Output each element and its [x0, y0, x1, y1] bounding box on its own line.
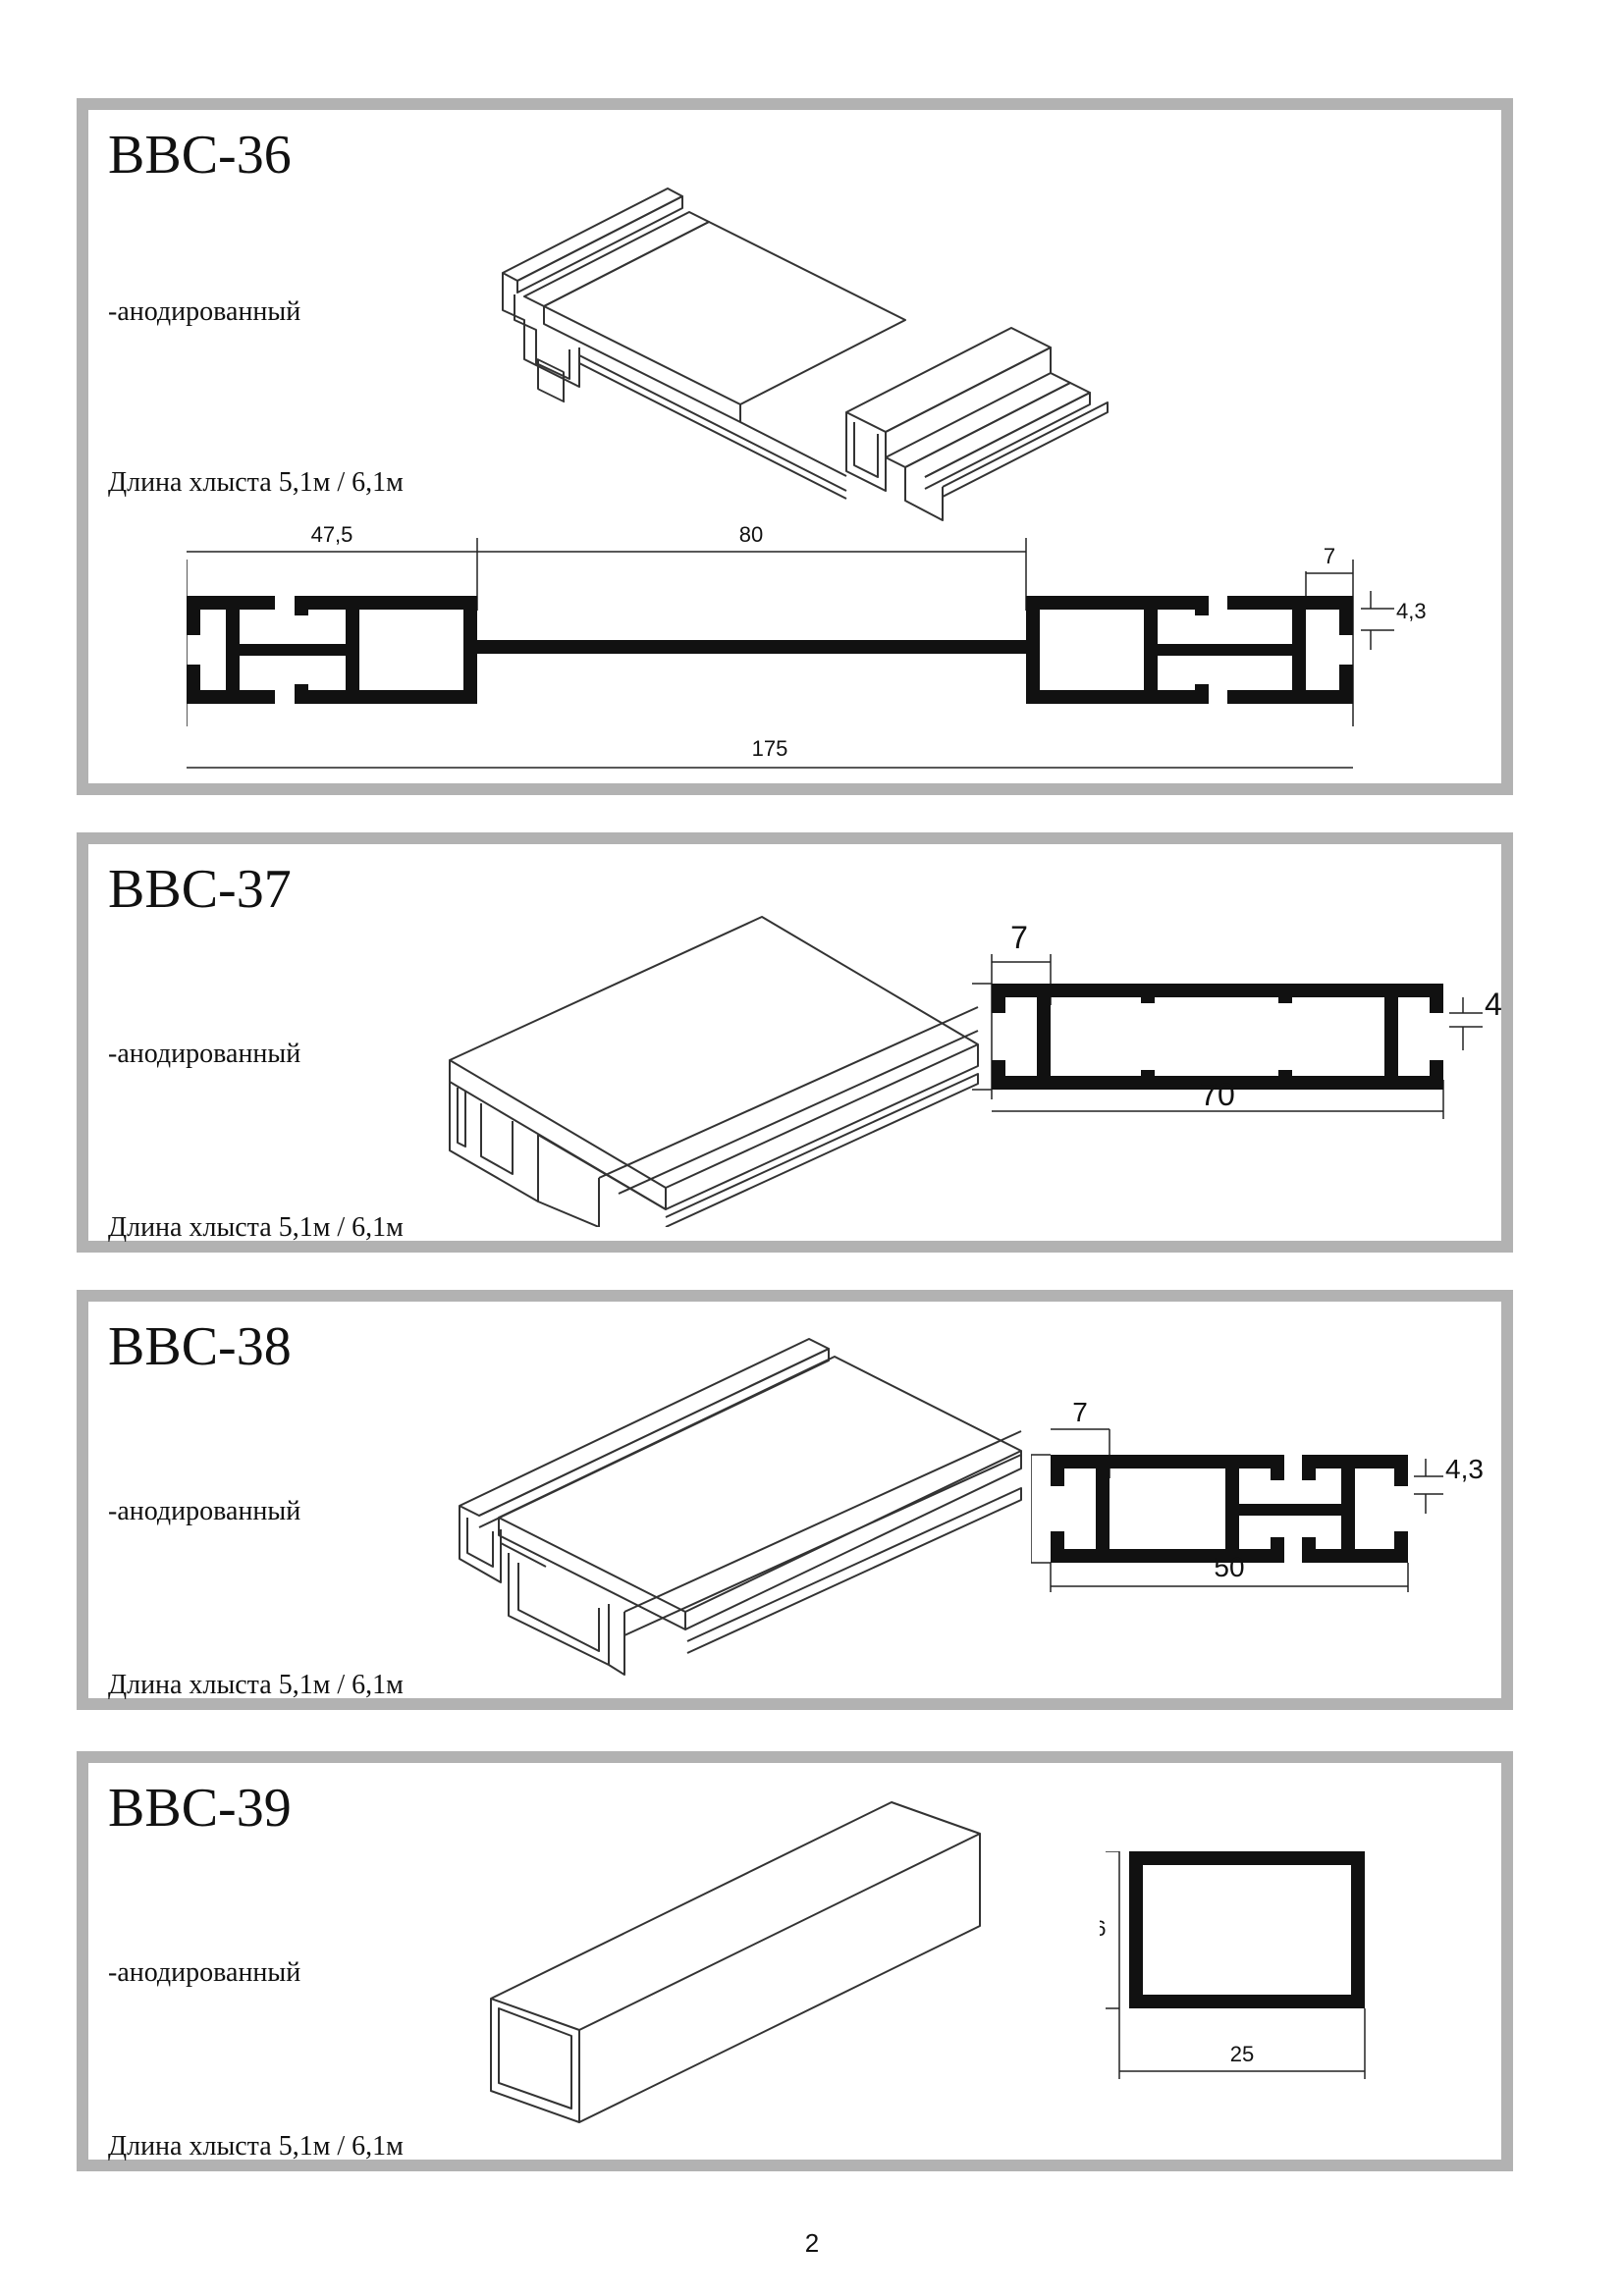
product-code: BBC-38 — [108, 1316, 292, 1377]
dim-label-total-width: 50 — [1214, 1552, 1244, 1582]
dim-label-total-width: 175 — [752, 736, 788, 761]
profile-isometric-drawing — [449, 916, 979, 1227]
product-card-bbc-37: BBC-37 -анодированный Длина хлыста 5,1м … — [77, 832, 1513, 1253]
product-length: Длина хлыста 5,1м / 6,1м — [108, 2131, 404, 2162]
product-finish: -анодированный — [108, 1957, 301, 1988]
profile-cross-section: 7 4,3 16 50 — [1031, 1397, 1484, 1592]
dim-label-thickness: 4,3 — [1396, 599, 1427, 623]
dim-label-width-80: 80 — [739, 522, 763, 547]
dim-label-width-7: 7 — [1324, 544, 1335, 568]
product-card-bbc-39: BBC-39 -анодированный Длина хлыста 5,1м … — [77, 1751, 1513, 2171]
profile-isometric-drawing — [502, 187, 1109, 521]
profile-cross-section: 16 25 — [1100, 1851, 1366, 2079]
profile-isometric-drawing — [459, 1338, 1022, 1676]
dim-label-thickness: 4,3 — [1445, 1454, 1484, 1484]
product-length: Длина хлыста 5,1м / 6,1м — [108, 1670, 404, 1700]
product-code: BBC-37 — [108, 859, 292, 920]
dim-label-width-47-5: 47,5 — [311, 522, 353, 547]
dim-label-width-7: 7 — [1010, 920, 1028, 955]
dim-label-height: 16 — [1100, 1916, 1106, 1941]
product-code: BBC-36 — [108, 125, 292, 186]
profile-cross-section: 7 4 16 70 — [972, 920, 1502, 1119]
page-number: 2 — [804, 2228, 820, 2258]
profile-cross-section: 47,5 80 7 4,3 16 175 — [187, 522, 1427, 769]
product-card-bbc-36: BBC-36 -анодированный Длина хлыста 5,1м … — [77, 98, 1513, 795]
dim-label-total-width: 70 — [1200, 1077, 1235, 1112]
product-length: Длина хлыста 5,1м / 6,1м — [108, 1212, 404, 1243]
product-finish: -анодированный — [108, 1496, 301, 1526]
product-card-bbc-38: BBC-38 -анодированный Длина хлыста 5,1м … — [77, 1290, 1513, 1710]
profile-isometric-drawing — [490, 1801, 981, 2123]
product-code: BBC-39 — [108, 1778, 292, 1839]
dim-label-total-width: 25 — [1230, 2042, 1254, 2066]
dim-label-thickness: 4 — [1485, 987, 1502, 1022]
product-finish: -анодированный — [108, 1039, 301, 1069]
product-length: Длина хлыста 5,1м / 6,1м — [108, 467, 404, 498]
dim-label-width-7: 7 — [1072, 1397, 1088, 1427]
product-finish: -анодированный — [108, 296, 301, 327]
